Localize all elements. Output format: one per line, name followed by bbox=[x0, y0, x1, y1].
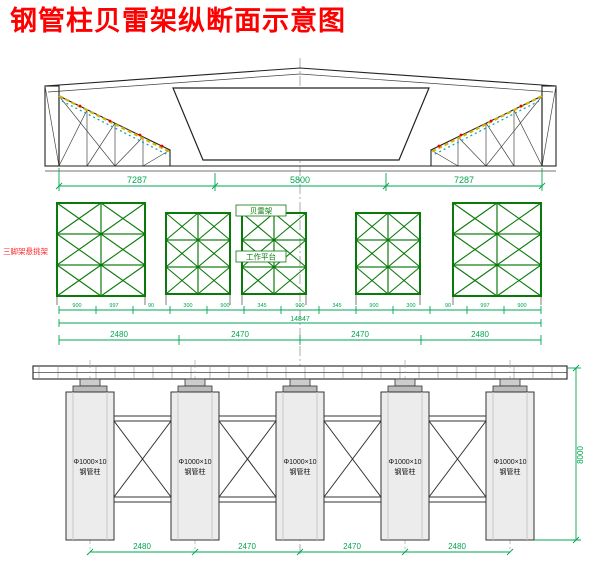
bailey-truss-section: 贝雷架 工作平台 三脚架悬挑架 bbox=[3, 202, 542, 345]
truss-label-box bbox=[235, 204, 287, 217]
platform-label-box bbox=[235, 250, 287, 263]
dim-label: 345 bbox=[332, 303, 341, 309]
steel-pipe-column: Φ1000×10 钢管柱 bbox=[65, 378, 115, 541]
steel-pipe-column: Φ1000×10 钢管柱 bbox=[380, 378, 430, 541]
steel-pipe-column: Φ1000×10 钢管柱 bbox=[485, 378, 535, 541]
box-girder-void bbox=[172, 87, 430, 161]
dim-label: 90 bbox=[445, 303, 451, 309]
column-label: 钢管柱 bbox=[80, 467, 101, 476]
steel-pipe-column: Φ1000×10 钢管柱 bbox=[275, 378, 325, 541]
bailey-cluster bbox=[165, 212, 231, 305]
distribution-beam bbox=[32, 365, 568, 380]
small-dimension-row: 900 997 90 300 900 345 900 345 900 300 9… bbox=[58, 303, 542, 314]
steel-pipe-column: Φ1000×10 钢管柱 bbox=[170, 378, 220, 541]
top-dimension-line: 7287 5800 7287 bbox=[55, 168, 546, 191]
bailey-cluster bbox=[452, 202, 542, 305]
dim-label: 2470 bbox=[231, 330, 249, 339]
right-wing-bracket bbox=[430, 95, 543, 167]
dim-label: 900 bbox=[517, 303, 526, 309]
dim-label: 90 bbox=[148, 303, 154, 309]
left-red-label: 三脚架悬挑架 bbox=[3, 246, 48, 256]
dim-label: 8000 bbox=[576, 446, 585, 464]
dim-label: 345 bbox=[257, 303, 266, 309]
dim-label: 2470 bbox=[351, 330, 369, 339]
girder-cross-section: 7287 5800 7287 bbox=[44, 67, 557, 191]
column-label: 钢管柱 bbox=[185, 467, 206, 476]
pipe-column-section: Φ1000×10 钢管柱 Φ1000×10 钢管柱 Φ1000×10 钢管柱 bbox=[32, 360, 585, 556]
dim-label: 2480 bbox=[133, 542, 151, 551]
bottom-span-dimensions: 2480 2470 2470 2480 bbox=[86, 542, 514, 556]
column-label: 钢管柱 bbox=[500, 467, 521, 476]
dim-label: 7287 bbox=[454, 175, 474, 185]
dim-label: 5800 bbox=[290, 175, 310, 185]
dim-label: 997 bbox=[480, 303, 489, 309]
dim-label: 7287 bbox=[127, 175, 147, 185]
column-label: Φ1000×10 bbox=[73, 459, 106, 466]
bailey-cluster bbox=[56, 202, 146, 305]
dim-label: 900 bbox=[220, 303, 229, 309]
dim-label: 2470 bbox=[343, 542, 361, 551]
column-label: 钢管柱 bbox=[290, 467, 311, 476]
span-dimension-row: 2480 2470 2470 2480 bbox=[58, 330, 542, 345]
truss-label: 贝雷架 bbox=[250, 207, 273, 216]
dim-label: 900 bbox=[72, 303, 81, 309]
total-dimension-row: 14847 bbox=[58, 316, 542, 327]
left-slope-marker-cyan bbox=[61, 100, 171, 157]
dim-label: 2480 bbox=[448, 542, 466, 551]
column-label: Φ1000×10 bbox=[178, 459, 211, 466]
dim-label: 300 bbox=[183, 303, 192, 309]
bailey-cluster: 贝雷架 工作平台 bbox=[235, 204, 307, 305]
column-label: Φ1000×10 bbox=[283, 459, 316, 466]
dim-label: 900 bbox=[295, 303, 304, 309]
dim-label: 2480 bbox=[471, 330, 489, 339]
bailey-cluster bbox=[355, 212, 421, 305]
height-dimension: 8000 bbox=[534, 364, 585, 544]
column-label: Φ1000×10 bbox=[493, 459, 526, 466]
right-slope-marker-cyan bbox=[430, 100, 540, 157]
column-label: Φ1000×10 bbox=[388, 459, 421, 466]
dim-label: 997 bbox=[109, 303, 118, 309]
dim-label: 300 bbox=[406, 303, 415, 309]
column-label: 钢管柱 bbox=[395, 467, 416, 476]
dim-label: 900 bbox=[369, 303, 378, 309]
left-wing-bracket bbox=[58, 95, 171, 167]
platform-label: 工作平台 bbox=[246, 252, 276, 262]
dim-label: 2480 bbox=[110, 330, 128, 339]
dim-label: 2470 bbox=[238, 542, 256, 551]
dim-label: 14847 bbox=[290, 316, 310, 323]
page-title: 钢管柱贝雷架纵断面示意图 bbox=[10, 5, 346, 36]
